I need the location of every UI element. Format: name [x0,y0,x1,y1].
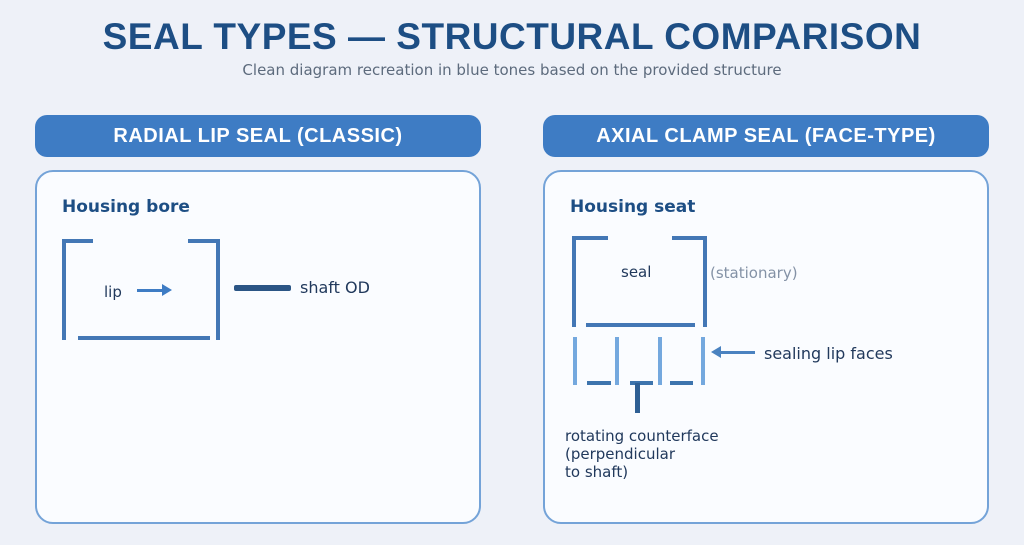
sealing-lip-face-line [658,337,662,385]
rotating-counterface-line1: rotating counterface [565,427,719,445]
housing-bore-title: Housing bore [62,197,190,217]
seal-top-right-arm-line [672,236,707,240]
counterface-segment-line [587,381,611,385]
seal-label: seal [621,263,652,281]
seal-top-right-arm-line [188,239,220,243]
sealing-faces-arrow-left-icon [711,346,755,359]
counterface-segment-line [630,381,653,385]
page-title: SEAL TYPES — STRUCTURAL COMPARISON [102,16,922,57]
radial-lip-seal-card: Housing bore lip shaft OD [35,170,481,524]
seal-wall-right-line [703,236,707,327]
seal-bottom-line [586,323,695,327]
counterface-segment-line [670,381,693,385]
arrow-head [162,284,172,296]
seal-bottom-line [78,336,210,340]
sealing-lip-face-line [573,337,577,385]
lip-arrow-right-icon [137,284,172,297]
arrow-shaft [721,351,755,354]
seal-wall-left-line [62,239,66,340]
lip-label: lip [104,283,122,301]
rotating-counterface-label: rotating counterface (perpendicular to s… [565,427,719,481]
seal-top-left-arm-line [572,236,608,240]
arrow-shaft [137,289,164,292]
left-panel-header: RADIAL LIP SEAL (CLASSIC) [35,115,481,157]
stationary-label: (stationary) [710,264,798,282]
sealing-lip-face-line [701,337,705,385]
housing-seat-title: Housing seat [570,197,696,217]
counterface-stem-line [635,383,640,413]
rotating-counterface-line3: to shaft) [565,463,629,481]
left-column: RADIAL LIP SEAL (CLASSIC) Housing bore l… [35,115,481,524]
right-column: AXIAL CLAMP SEAL (FACE-TYPE) Housing sea… [543,115,989,524]
rotating-counterface-line2: (perpendicular [565,445,675,463]
arrow-head [711,346,721,358]
seal-wall-left-line [572,236,576,327]
seal-top-left-arm-line [62,239,93,243]
shaft-od-bar [234,285,291,291]
axial-clamp-seal-card: Housing seat seal (stationary) sealing l… [543,170,989,524]
sealing-lip-faces-label: sealing lip faces [764,344,893,363]
seal-wall-right-line [216,239,220,340]
right-panel-header: AXIAL CLAMP SEAL (FACE-TYPE) [543,115,989,157]
page-subtitle: Clean diagram recreation in blue tones b… [242,61,782,79]
shaft-od-label: shaft OD [300,278,370,297]
sealing-lip-face-line [615,337,619,385]
